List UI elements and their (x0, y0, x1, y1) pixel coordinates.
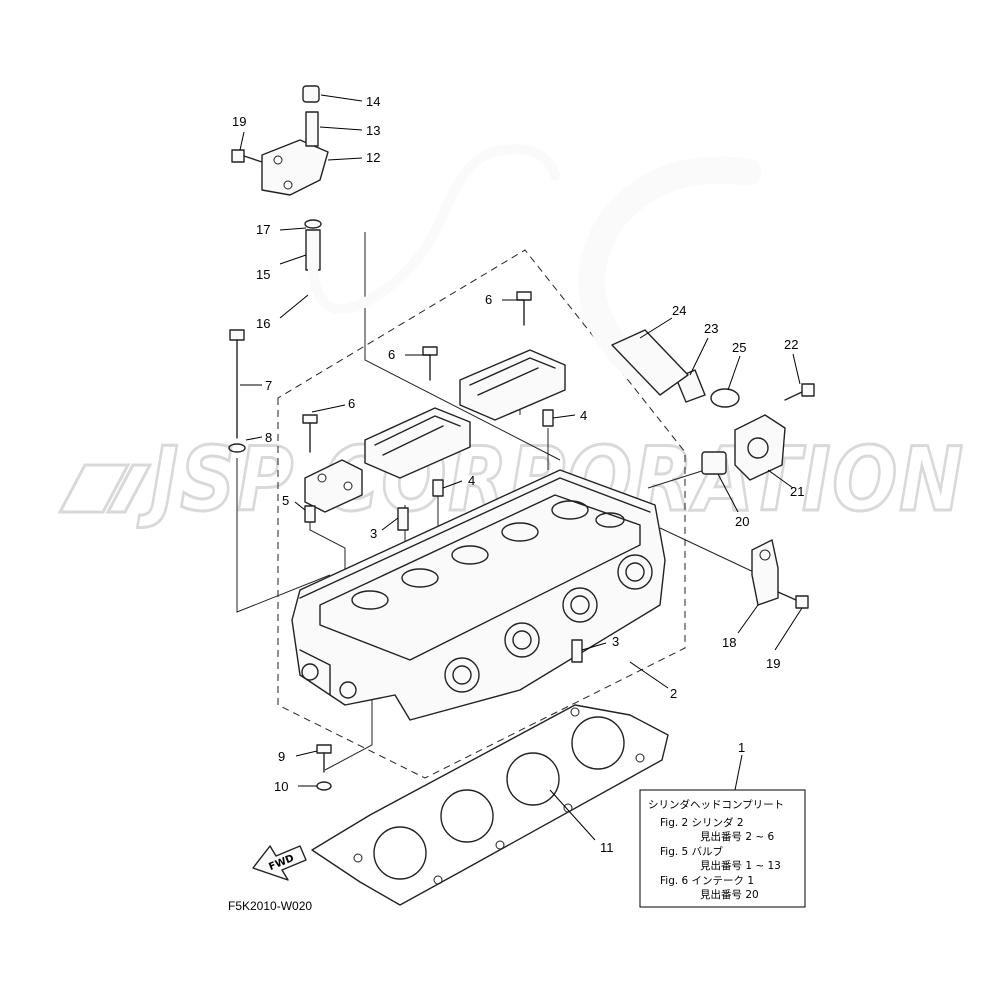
washer-10 (316, 781, 332, 791)
callout-6a: 6 (485, 292, 492, 307)
callout-2: 2 (670, 686, 677, 701)
bolt-19-upper (231, 149, 263, 163)
callout-10: 10 (274, 779, 288, 794)
callout-18: 18 (722, 635, 736, 650)
reference-line-1: Fig. 2 シリンダ 2 (660, 816, 744, 829)
reference-line-2: 見出番号 2 ~ 6 (700, 830, 774, 843)
dowel-4-lower (432, 479, 444, 497)
callout-4b: 4 (468, 473, 475, 488)
figure-code: F5K2010-W020 (228, 899, 312, 913)
callout-3a: 3 (370, 526, 377, 541)
bolt-22 (784, 383, 815, 401)
leader-lines (239, 94, 803, 841)
callout-16: 16 (256, 316, 270, 331)
callout-22: 22 (784, 337, 798, 352)
bolt-19-lower (777, 591, 809, 609)
plate-18 (751, 539, 779, 606)
callout-labels: 1 2 3 3 4 4 5 6 6 6 7 8 9 10 11 12 13 14… (232, 94, 804, 855)
cover-21 (734, 414, 786, 481)
callout-8: 8 (265, 430, 272, 445)
callout-6b: 6 (388, 347, 395, 362)
head-gasket (311, 704, 669, 906)
clamp-25 (710, 388, 740, 408)
nipple-13 (305, 111, 319, 147)
callout-13: 13 (366, 123, 380, 138)
callout-19a: 19 (232, 114, 246, 129)
bolt-6-right (516, 291, 532, 326)
callout-14: 14 (366, 94, 380, 109)
reference-line-5: Fig. 6 インテーク 1 (660, 875, 754, 887)
reference-box-title: シリンダヘッドコンプリート (648, 798, 784, 811)
washer-8 (228, 443, 246, 453)
bracket-12 (261, 139, 329, 196)
camshaft-cap-middle (364, 407, 471, 479)
callout-4a: 4 (580, 408, 587, 423)
callout-25: 25 (732, 340, 746, 355)
callout-21: 21 (790, 484, 804, 499)
callout-5: 5 (282, 493, 289, 508)
clip-17 (304, 219, 322, 229)
callout-7: 7 (265, 378, 272, 393)
callout-19b: 19 (766, 656, 780, 671)
reference-line-6: 見出番号 20 (700, 888, 759, 901)
callout-15: 15 (256, 267, 270, 282)
reference-box: シリンダヘッドコンプリート Fig. 2 シリンダ 2 見出番号 2 ~ 6 F… (639, 789, 806, 908)
fwd-arrow: FWD (252, 845, 307, 881)
hose-16 (308, 144, 560, 315)
callout-24: 24 (672, 303, 686, 318)
callout-3b: 3 (612, 634, 619, 649)
cap-14 (302, 85, 320, 103)
callout-6c: 6 (348, 396, 355, 411)
dowel-5 (304, 505, 316, 523)
reference-line-4: 見出番号 1 ~ 13 (700, 859, 781, 872)
bolt-9 (316, 744, 332, 773)
callout-9: 9 (278, 749, 285, 764)
bolt-6-middle (422, 346, 438, 381)
callout-17: 17 (256, 222, 270, 237)
callout-1: 1 (738, 740, 745, 755)
thermostat-20 (701, 451, 727, 475)
sleeve-3-lower (571, 639, 583, 663)
sleeve-3-upper (397, 507, 409, 531)
head-bolt-7 (229, 329, 245, 439)
camshaft-cap-left (304, 459, 363, 513)
callout-12: 12 (366, 150, 380, 165)
bolt-6-left (302, 414, 318, 453)
callout-11: 11 (600, 840, 614, 855)
callout-23: 23 (704, 321, 718, 336)
dowel-4-upper (542, 409, 554, 427)
callout-20: 20 (735, 514, 749, 529)
assembly-boundary (277, 249, 686, 779)
camshaft-cap-right (459, 349, 566, 421)
pipe-15 (305, 229, 321, 271)
hose-24 (578, 156, 762, 396)
reference-line-3: Fig. 5 バルブ (660, 845, 724, 858)
